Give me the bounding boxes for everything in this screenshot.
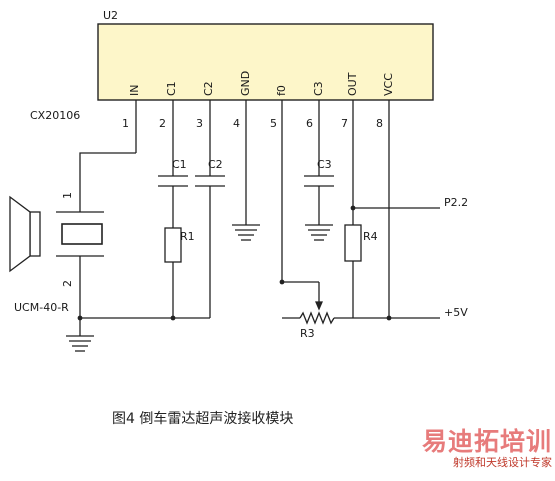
ground-symbol-gnd: [232, 224, 260, 241]
net-supply-label: +5V: [444, 306, 468, 319]
pin-name-in: IN: [128, 85, 141, 96]
pin-name-c2: C2: [202, 81, 215, 96]
pin-leads: [135, 100, 390, 318]
capacitor-c2: [195, 175, 225, 318]
pin-name-f0: f0: [275, 85, 288, 96]
pin-num-1: 1: [122, 117, 129, 130]
pin-num-8: 8: [376, 117, 383, 130]
pin-num-2: 2: [159, 117, 166, 130]
capacitor-c3: [304, 175, 334, 241]
watermark-subtitle: 射频和天线设计专家: [453, 456, 552, 469]
potentiometer-r3: [282, 281, 389, 325]
transducer-pin-2: 2: [61, 280, 74, 287]
net-output-label: P2.2: [444, 196, 468, 209]
chip-part: CX20106: [30, 109, 80, 122]
pin-num-5: 5: [270, 117, 277, 130]
transducer-pin-1: 1: [61, 192, 74, 199]
pin-name-out: OUT: [346, 72, 359, 96]
junction-out: [350, 205, 356, 211]
pin-name-gnd: GND: [239, 71, 252, 96]
r1-label: R1: [180, 230, 195, 243]
capacitor-c1: [158, 175, 188, 318]
resistor-r4: [344, 207, 440, 319]
ground-symbol-left: [66, 318, 94, 352]
c2-label: C2: [208, 158, 223, 171]
transducer: [9, 180, 104, 318]
transducer-label: UCM-40-R: [14, 301, 69, 314]
c1-label: C1: [172, 158, 187, 171]
chip-body: [97, 23, 434, 101]
figure-caption: 图4 倒车雷达超声波接收模块: [112, 411, 294, 427]
pin-name-c1: C1: [165, 81, 178, 96]
wire-in: [79, 152, 136, 180]
junction-f0: [279, 279, 285, 285]
r4-label: R4: [363, 230, 378, 243]
chip-ref: U2: [103, 9, 118, 22]
junction-c1-bus: [170, 315, 176, 321]
pin-num-7: 7: [341, 117, 348, 130]
r3-label: R3: [300, 327, 315, 340]
watermark-logo: 易迪拓培训: [421, 427, 552, 456]
watermark: 易迪拓培训 射频和天线设计专家: [392, 428, 552, 470]
c3-label: C3: [317, 158, 332, 171]
pin-num-3: 3: [196, 117, 203, 130]
junction-vcc: [386, 315, 392, 321]
pin-num-4: 4: [233, 117, 240, 130]
pin-name-vcc: VCC: [382, 73, 395, 96]
pin-num-6: 6: [306, 117, 313, 130]
pin-name-c3: C3: [312, 81, 325, 96]
